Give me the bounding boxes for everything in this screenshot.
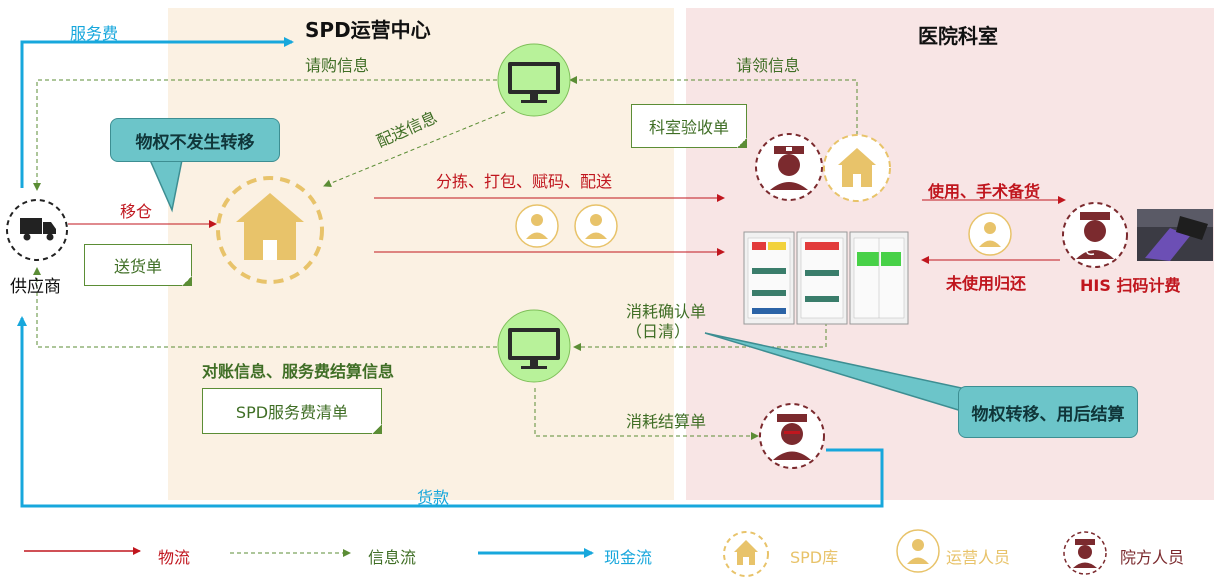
reconcile-info-line (33, 267, 497, 348)
service-fee-cash-line (20, 37, 294, 188)
spd-warehouse-icon (216, 176, 324, 284)
operator-icon-1 (515, 204, 559, 248)
legend-operator-icon (896, 529, 940, 573)
supplier-label: 供应商 (10, 277, 61, 297)
spd-center-title: SPD运营中心 (305, 18, 431, 42)
sorting-label: 分拣、打包、赋码、配送 (436, 172, 613, 191)
spd-bill-label: SPD服务费清单 (235, 403, 349, 422)
smart-cabinet-group (743, 231, 909, 325)
consumption-settle-line (534, 388, 759, 440)
legend-logistics-label: 物流 (158, 548, 191, 567)
supplier-truck-icon (6, 199, 68, 261)
consumption-confirm-line (573, 322, 827, 351)
legend-hospital-staff-icon (1063, 531, 1107, 575)
hospital-dept-title: 医院科室 (918, 24, 998, 48)
his-scan-label: HIS 扫码计费 (1080, 276, 1181, 295)
dept-receipt-doc: 科室验收单 (631, 104, 747, 148)
purchase-info-label: 请购信息 (305, 56, 370, 75)
dept-receipt-label: 科室验收单 (648, 118, 729, 137)
consumption-confirm-label: 消耗确认单 (626, 302, 707, 321)
usage-label: 使用、手术备货 (928, 182, 1041, 201)
payment-cash-line (17, 316, 884, 508)
no-transfer-callout-tail (148, 159, 183, 213)
bottom-monitor-icon (497, 309, 571, 383)
his-doctor-icon (1062, 202, 1128, 268)
hospital-staff-icon (755, 133, 823, 201)
no-transfer-text: 物权不发生转移 (135, 132, 255, 153)
top-monitor-icon (497, 43, 571, 117)
reconcile-label: 对账信息、服务费结算信息 (202, 362, 395, 381)
transfer-settle-text: 物权转移、用后结算 (971, 404, 1125, 425)
delivery-note-doc: 送货单 (84, 244, 192, 286)
legend-spd-store-icon (723, 531, 769, 577)
delivery-note-label: 送货单 (113, 257, 162, 276)
legend-hospital-staff-label: 院方人员 (1120, 548, 1185, 567)
consumption-settle-label: 消耗结算单 (626, 412, 707, 431)
legend-info-label: 信息流 (368, 548, 417, 567)
requisition-info-line (569, 76, 858, 135)
legend-spd-store-label: SPD库 (790, 548, 839, 567)
transfer-callout-tail (704, 332, 982, 413)
legend-cash-label: 现金流 (604, 548, 653, 567)
move-warehouse-label: 移仓 (120, 202, 153, 221)
no-transfer-callout: 物权不发生转移 (110, 118, 280, 162)
operator-icon-2 (574, 204, 618, 248)
payment-label: 货款 (417, 488, 450, 507)
operator-icon-3 (968, 212, 1012, 256)
hospital-store-icon (823, 134, 891, 202)
requisition-info-label: 请领信息 (736, 56, 801, 75)
transfer-settle-callout: 物权转移、用后结算 (958, 386, 1138, 438)
unused-return-label: 未使用归还 (946, 274, 1027, 293)
daily-clear-label: （日清） (626, 322, 691, 341)
delivery-info-line (323, 111, 506, 188)
spd-bill-doc: SPD服务费清单 (202, 388, 382, 434)
service-fee-label: 服务费 (70, 24, 119, 43)
scanner-photo (1137, 209, 1213, 261)
hospital-staff-settle-icon (759, 403, 825, 469)
legend-operator-label: 运营人员 (946, 548, 1011, 567)
purchase-info-line (33, 79, 497, 191)
